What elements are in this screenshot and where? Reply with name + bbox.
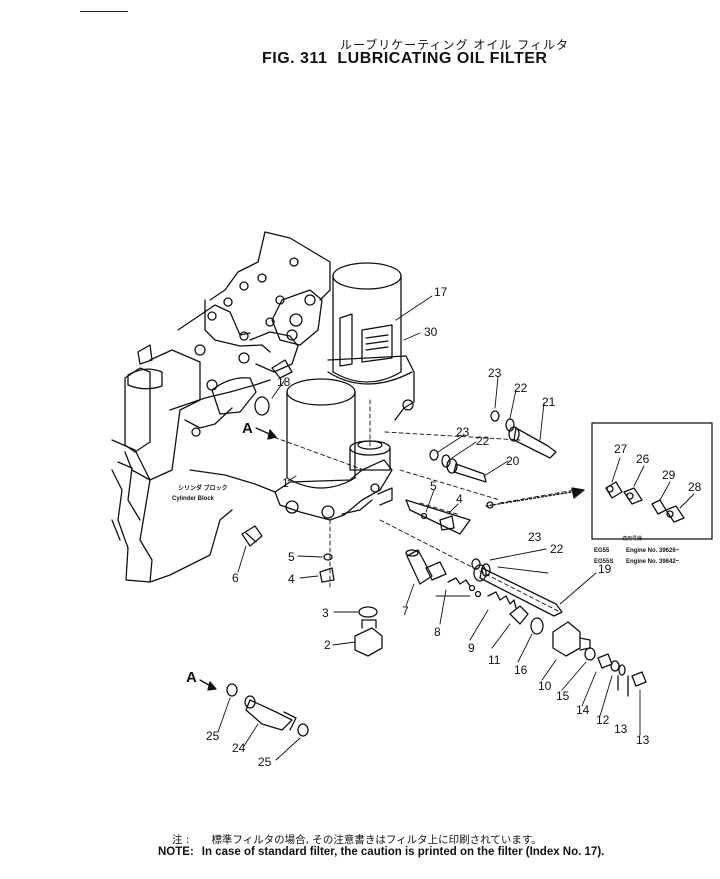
inset-engine-1: Engine No. 39626~ [626,548,680,554]
callout-number: 22 [514,381,528,395]
callout-number: 24 [232,741,246,755]
callout-number: 25 [258,755,272,769]
filter-element-front [286,378,356,489]
callout-number: 22 [476,434,490,448]
callout-number: 4 [288,572,295,586]
filter-head [274,440,393,521]
callout-numbers: 1 2 3 4 4 5 5 6 7 8 9 10 11 12 13 13 14 … [206,285,702,769]
figure-number: FIG. 311 [262,50,328,67]
assembly-centerlines [267,399,576,613]
callout-number: 13 [614,722,628,736]
callout-number: 27 [614,442,628,456]
callout-number: 14 [576,703,590,717]
inset-model-2: EG55S [594,559,613,565]
inset-engine-2: Engine No. 39642~ [626,559,680,565]
callout-number: 21 [542,395,556,409]
callout-number: 8 [434,625,441,639]
callout-number: 15 [556,689,570,703]
note-text: In case of standard filter, the caution … [201,846,605,858]
callout-number: 11 [488,653,501,667]
callout-number: 7 [402,604,409,618]
callout-number: 18 [277,375,291,389]
note-label: NOTE: [158,846,194,858]
callout-number: 26 [636,452,650,466]
callout-number: 16 [514,663,528,677]
callout-number: 29 [662,468,676,482]
callout-number: 17 [434,285,448,299]
callout-number: 3 [322,606,329,620]
view-a-detail-marker: A [186,669,197,686]
note-label-jp: 注 : [172,834,190,846]
callout-number: 25 [206,729,220,743]
view-a-marker: A [242,420,253,437]
callout-number: 22 [550,542,564,556]
filter-element-17 [327,262,415,421]
callout-number: 12 [596,713,610,727]
callout-number: 6 [232,571,239,585]
callout-number: 23 [528,530,542,544]
callout-number: 2 [324,638,331,652]
callout-number: 23 [488,366,502,380]
callout-number: 30 [424,325,438,339]
callout-number: 5 [430,479,437,493]
inset-model-1: EG55 [594,548,610,554]
cylinder-block-label-jp: シリンダ ブロック [178,484,228,492]
header-rule [80,11,128,12]
callout-number: 10 [538,679,552,693]
callout-number: 13 [636,733,650,747]
callout-number: 4 [456,492,463,506]
callout-number: 19 [598,562,612,576]
note-japanese: 注 : 標準フィルタの場合, その注意書きはフィルタ上に印刷されています。 [172,832,542,847]
inset-heading: 適用号機 [622,535,642,542]
callout-number: 1 [282,476,289,490]
figure-name: LUBRICATING OIL FILTER [337,50,548,67]
hardware-parts [199,396,713,737]
callout-number: 9 [468,641,475,655]
cylinder-block-label-en: Cylinder Block [172,496,215,502]
callout-leaders [217,295,695,761]
cylinder-block [111,231,331,583]
title-japanese: ルーブリケーティング オイル フィルタ [340,38,569,52]
callout-number: 23 [456,425,470,439]
callout-number: 28 [688,480,702,494]
callout-number: 20 [506,454,520,468]
figure-title: FIG. 311 LUBRICATING OIL FILTER [262,50,557,68]
note-english: NOTE: In case of standard filter, the cau… [158,846,604,858]
callout-number: 5 [288,550,295,564]
note-text-jp: 標準フィルタの場合, その注意書きはフィルタ上に印刷されています。 [211,834,542,846]
